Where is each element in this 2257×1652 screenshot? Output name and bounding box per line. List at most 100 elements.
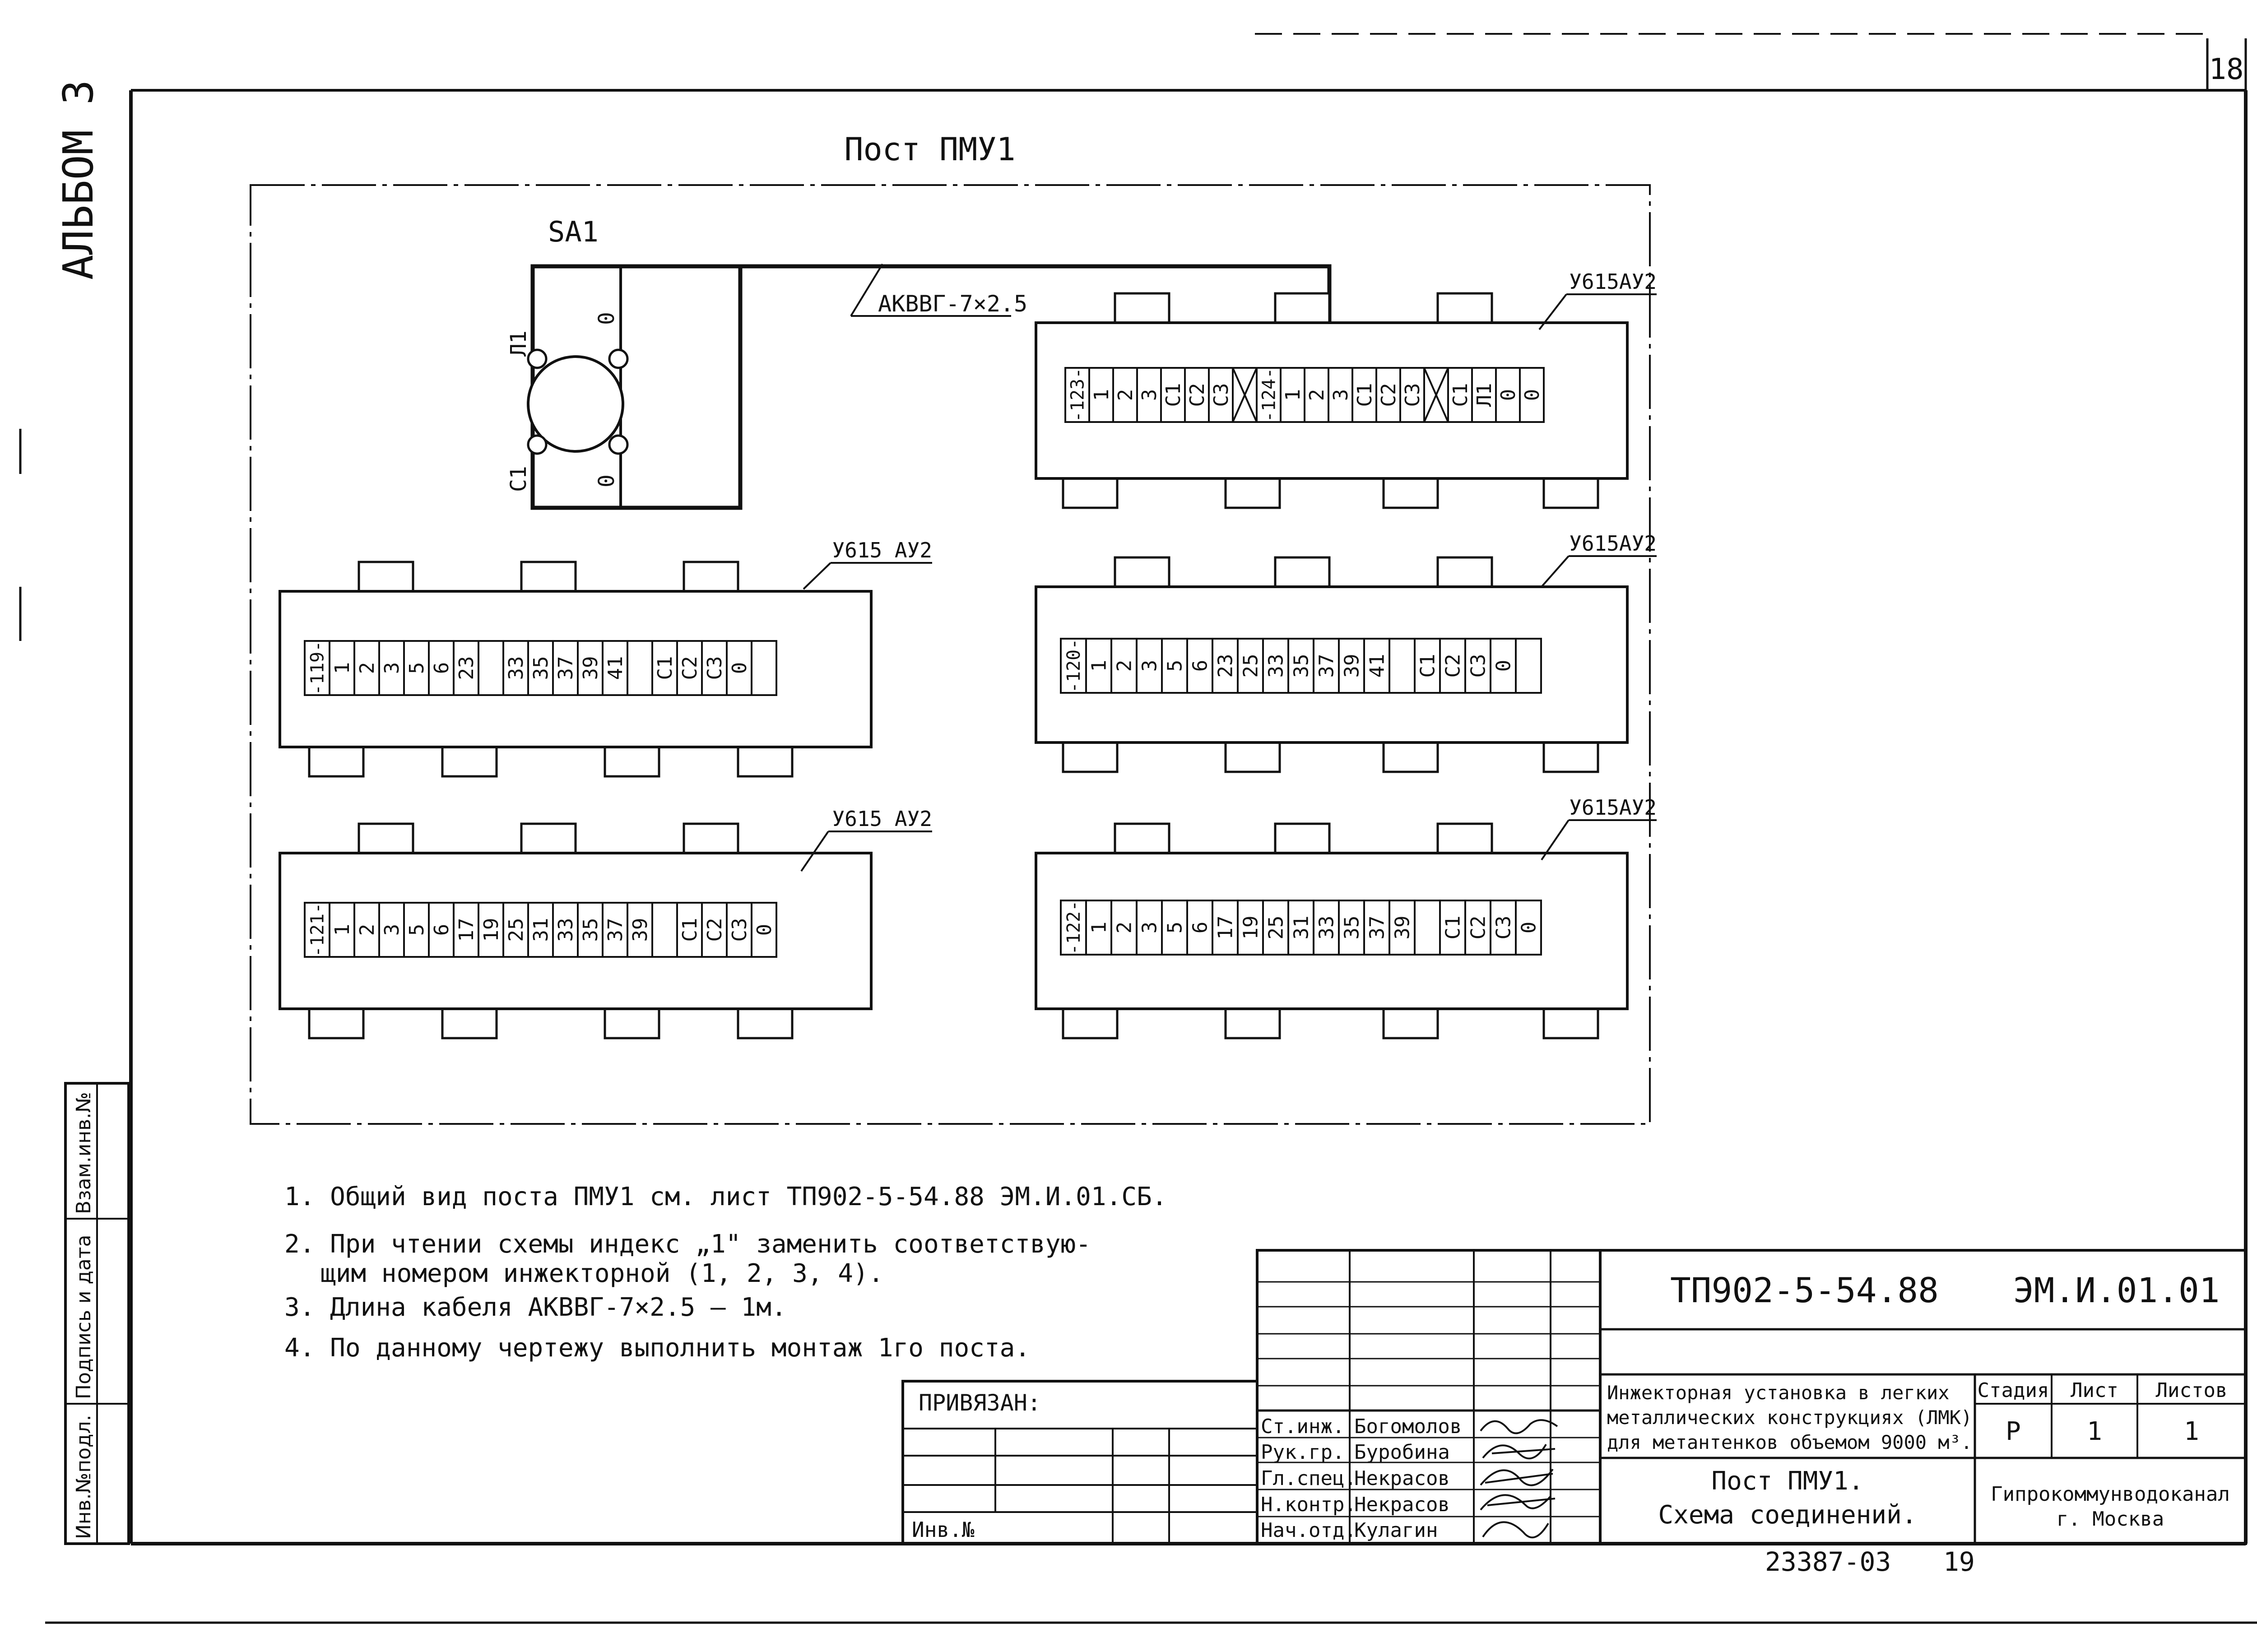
footer-page: 19 [1943, 1546, 1975, 1577]
terminal-cell [701, 640, 728, 696]
terminal-cell [1495, 367, 1521, 423]
terminal-label: С3 [728, 918, 751, 942]
mount-tab [441, 746, 498, 778]
note-1: 1. Общий вид поста ПМУ1 см. лист ТП902-5… [284, 1182, 1167, 1211]
header-stage: Стадия [1978, 1379, 2049, 1402]
terminal-cell [1328, 367, 1353, 423]
terminal-label: Л1 [1473, 383, 1496, 407]
switch-label: SA1 [548, 215, 599, 248]
privyazan-label: ПРИВЯЗАН: [919, 1390, 1041, 1416]
terminal-label: 3 [381, 924, 404, 936]
terminal-cell [651, 902, 678, 958]
side-stamp-inv: Инв.№подл. [72, 1415, 95, 1539]
terminal-label: 2 [1113, 660, 1136, 672]
terminal-label: 5 [405, 662, 428, 674]
terminal-cross [1232, 367, 1258, 422]
mount-tab [1224, 477, 1281, 509]
terminal-label: 5 [1163, 922, 1186, 934]
terminal-cell [1186, 638, 1213, 694]
terminal-cell [1363, 638, 1390, 694]
terminal-label: 1 [1087, 922, 1110, 934]
terminal-label: 33 [1315, 916, 1338, 940]
block-label: У615 АУ2 [832, 538, 932, 562]
terminal-label: 31 [1290, 916, 1313, 940]
mount-tab [1542, 741, 1599, 773]
terminal-label: 25 [505, 918, 528, 942]
terminal-label: 0 [1521, 389, 1544, 401]
mount-tab [737, 746, 794, 778]
side-stamp: Инв.№подл. Подпись и дата Взам.инв.№ [64, 1082, 130, 1545]
terminal-label: С2 [678, 656, 701, 680]
terminal-label: 6 [1189, 922, 1212, 934]
terminal-cell [1237, 900, 1264, 956]
terminal-label: -121- [307, 903, 328, 957]
album-label: АЛЬБОМ 3 [54, 80, 102, 280]
mount-tab [1382, 1007, 1439, 1039]
terminal-cross [1423, 367, 1449, 422]
terminal-label: 2 [356, 924, 379, 936]
terminal-cell [1313, 900, 1340, 956]
staff-role-4: Н.контр. [1261, 1493, 1356, 1516]
staff-name-4: Некрасов [1354, 1493, 1450, 1516]
staff-role-5: Нач.отд. [1261, 1519, 1356, 1542]
terminal-cell [1060, 638, 1087, 694]
terminal-cell [1262, 900, 1289, 956]
title-block-text: ТП902-5-54.88 ЭМ.И.01.01 ПРИВЯЗАН: Инв.№… [912, 1270, 2230, 1542]
terminal-cell [1184, 367, 1210, 423]
switch-sa1: SA1 Л1 С1 0 0 [506, 215, 743, 510]
terminal-cell [353, 640, 380, 696]
terminal-cell [602, 640, 628, 696]
terminal-label: С1 [1162, 383, 1185, 407]
terminal-label: С3 [1467, 654, 1490, 678]
block-label: У615АУ2 [1569, 269, 1657, 294]
terminal-label: С2 [1441, 654, 1464, 678]
terminal-label: 23 [455, 656, 478, 680]
terminal-label: 2 [1305, 389, 1328, 401]
notes: 1. Общий вид поста ПМУ1 см. лист ТП902-5… [284, 1182, 1167, 1363]
terminal-label: 3 [1329, 389, 1352, 401]
terminal-label: 5 [405, 924, 428, 936]
terminal-cell [1262, 638, 1289, 694]
terminal-label: -119- [307, 641, 328, 695]
project-number: ТП902-5-54.88 [1670, 1270, 1939, 1310]
side-stamp-vzam: Взам.инв.№ [72, 1092, 95, 1214]
terminal-cell [403, 902, 430, 958]
terminal-cell [1399, 367, 1425, 423]
terminal-cell [1161, 900, 1188, 956]
terminal-cell [627, 640, 653, 696]
terminal-label: С1 [654, 656, 677, 680]
terminal-cell [353, 902, 380, 958]
staff-name-1: Богомолов [1354, 1415, 1462, 1438]
mount-tab [1224, 741, 1281, 773]
terminal-cell [304, 640, 330, 696]
terminal-cell [1208, 367, 1234, 423]
terminal-label: 39 [1391, 916, 1414, 940]
terminal-cell [552, 640, 579, 696]
staff-name-2: Буробина [1354, 1441, 1450, 1464]
terminal-label: 6 [430, 924, 453, 936]
header-sheets: Листов [2156, 1379, 2228, 1402]
terminal-cell [751, 640, 777, 696]
mount-tab [1274, 556, 1331, 588]
terminal-label: 23 [1214, 654, 1237, 678]
mount-tab [520, 822, 577, 854]
terminal-label: 2 [1114, 389, 1137, 401]
terminal-label: 6 [430, 662, 453, 674]
terminal-label: 3 [1138, 389, 1161, 401]
terminal-label: 39 [579, 656, 602, 680]
doc-code: ЭМ.И.01.01 [2013, 1270, 2220, 1310]
terminal-label: 0 [1517, 922, 1540, 934]
header-sheet: Лист [2071, 1379, 2118, 1402]
staff-role-2: Рук.гр. [1261, 1441, 1344, 1464]
terminal-label: С3 [1401, 383, 1424, 407]
terminal-cell [1389, 900, 1416, 956]
organization-2: г. Москва [2057, 1508, 2164, 1531]
terminal-cell [1519, 367, 1545, 423]
terminal-cell [1160, 367, 1186, 423]
note-4: 4. По данному чертежу выполнить монтаж 1… [284, 1333, 1030, 1363]
footer-number: 23387-03 [1765, 1546, 1891, 1577]
label-leader [800, 831, 829, 872]
terminal-cell [1304, 367, 1329, 423]
